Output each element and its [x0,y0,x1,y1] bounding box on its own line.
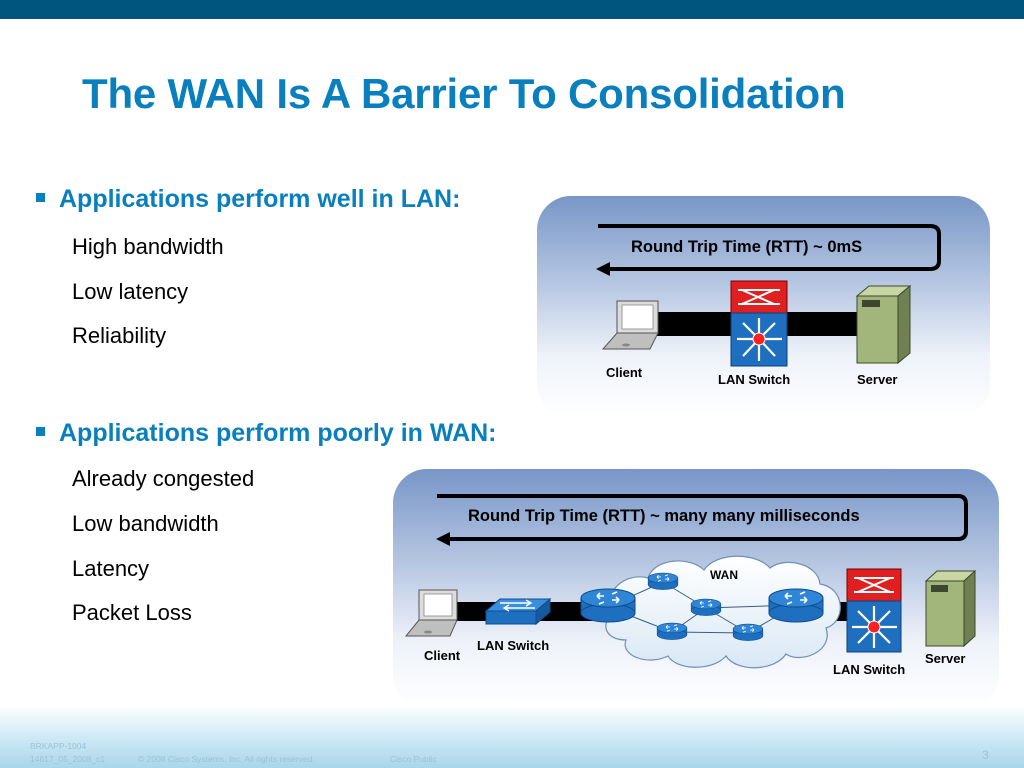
wan-client-label: Client [424,648,461,663]
wan-router-small-icon [690,598,722,616]
lan-point-2: Low latency [72,279,189,304]
wan-point-4: Packet Loss [72,600,192,625]
bullet-lan-heading: Applications perform well in LAN: [36,185,460,214]
lan-server-label: Server [857,372,898,387]
bullet-square-icon [36,426,45,436]
bullet-wan-text: Applications perform poorly in WAN: [59,419,497,447]
wan-rtt-arrow [436,494,968,546]
lan-rtt-label: Round Trip Time (RTT) ~ 0mS [631,238,863,256]
slide-title: The WAN Is A Barrier To Consolidation [82,70,846,117]
wan-edge-router-left-icon [580,588,636,623]
footer-doc-id: 14617_05_2008_c1 [30,754,106,764]
wan-right-switch-label: LAN Switch [833,662,906,677]
lan-point-3: Reliability [72,323,167,348]
footer-band [0,705,1024,768]
bullet-lan-text: Applications perform well in LAN: [59,185,461,213]
lan-server-icon [855,284,912,365]
lan-rtt-arrow [596,224,941,276]
lan-client-laptop-icon [601,300,659,350]
lan-switch-label: LAN Switch [718,372,791,387]
footer-classification: Cisco Public [390,754,437,764]
wan-client-laptop-icon [404,589,458,637]
lan-switch-icon [730,280,788,367]
wan-rtt-label: Round Trip Time (RTT) ~ many many millis… [468,507,860,525]
wan-router-small-icon [656,622,688,640]
bullet-wan-heading: Applications perform poorly in WAN: [36,419,497,448]
wan-edge-router-right-icon [768,588,824,623]
page-number: 3 [982,748,989,762]
wan-server-label: Server [925,651,966,666]
top-bar [0,0,1024,19]
wan-point-3: Latency [72,556,150,581]
lan-client-label: Client [606,365,643,380]
wan-router-small-icon [732,623,764,641]
wan-router-small-icon [647,572,679,590]
wan-cloud-label: WAN [710,568,738,582]
wan-left-switch-label: LAN Switch [477,638,550,653]
wan-point-1: Already congested [72,466,255,491]
lan-point-1: High bandwidth [72,234,224,259]
wan-server-icon [924,569,977,648]
wan-right-switch-icon [846,568,902,653]
bullet-square-icon [36,192,45,202]
wan-point-2: Low bandwidth [72,511,219,536]
wan-left-switch-icon [484,597,552,626]
footer-copyright: © 2008 Cisco Systems, Inc. All rights re… [138,754,315,764]
footer-session-id: BRKAPP-1004 [30,741,87,751]
